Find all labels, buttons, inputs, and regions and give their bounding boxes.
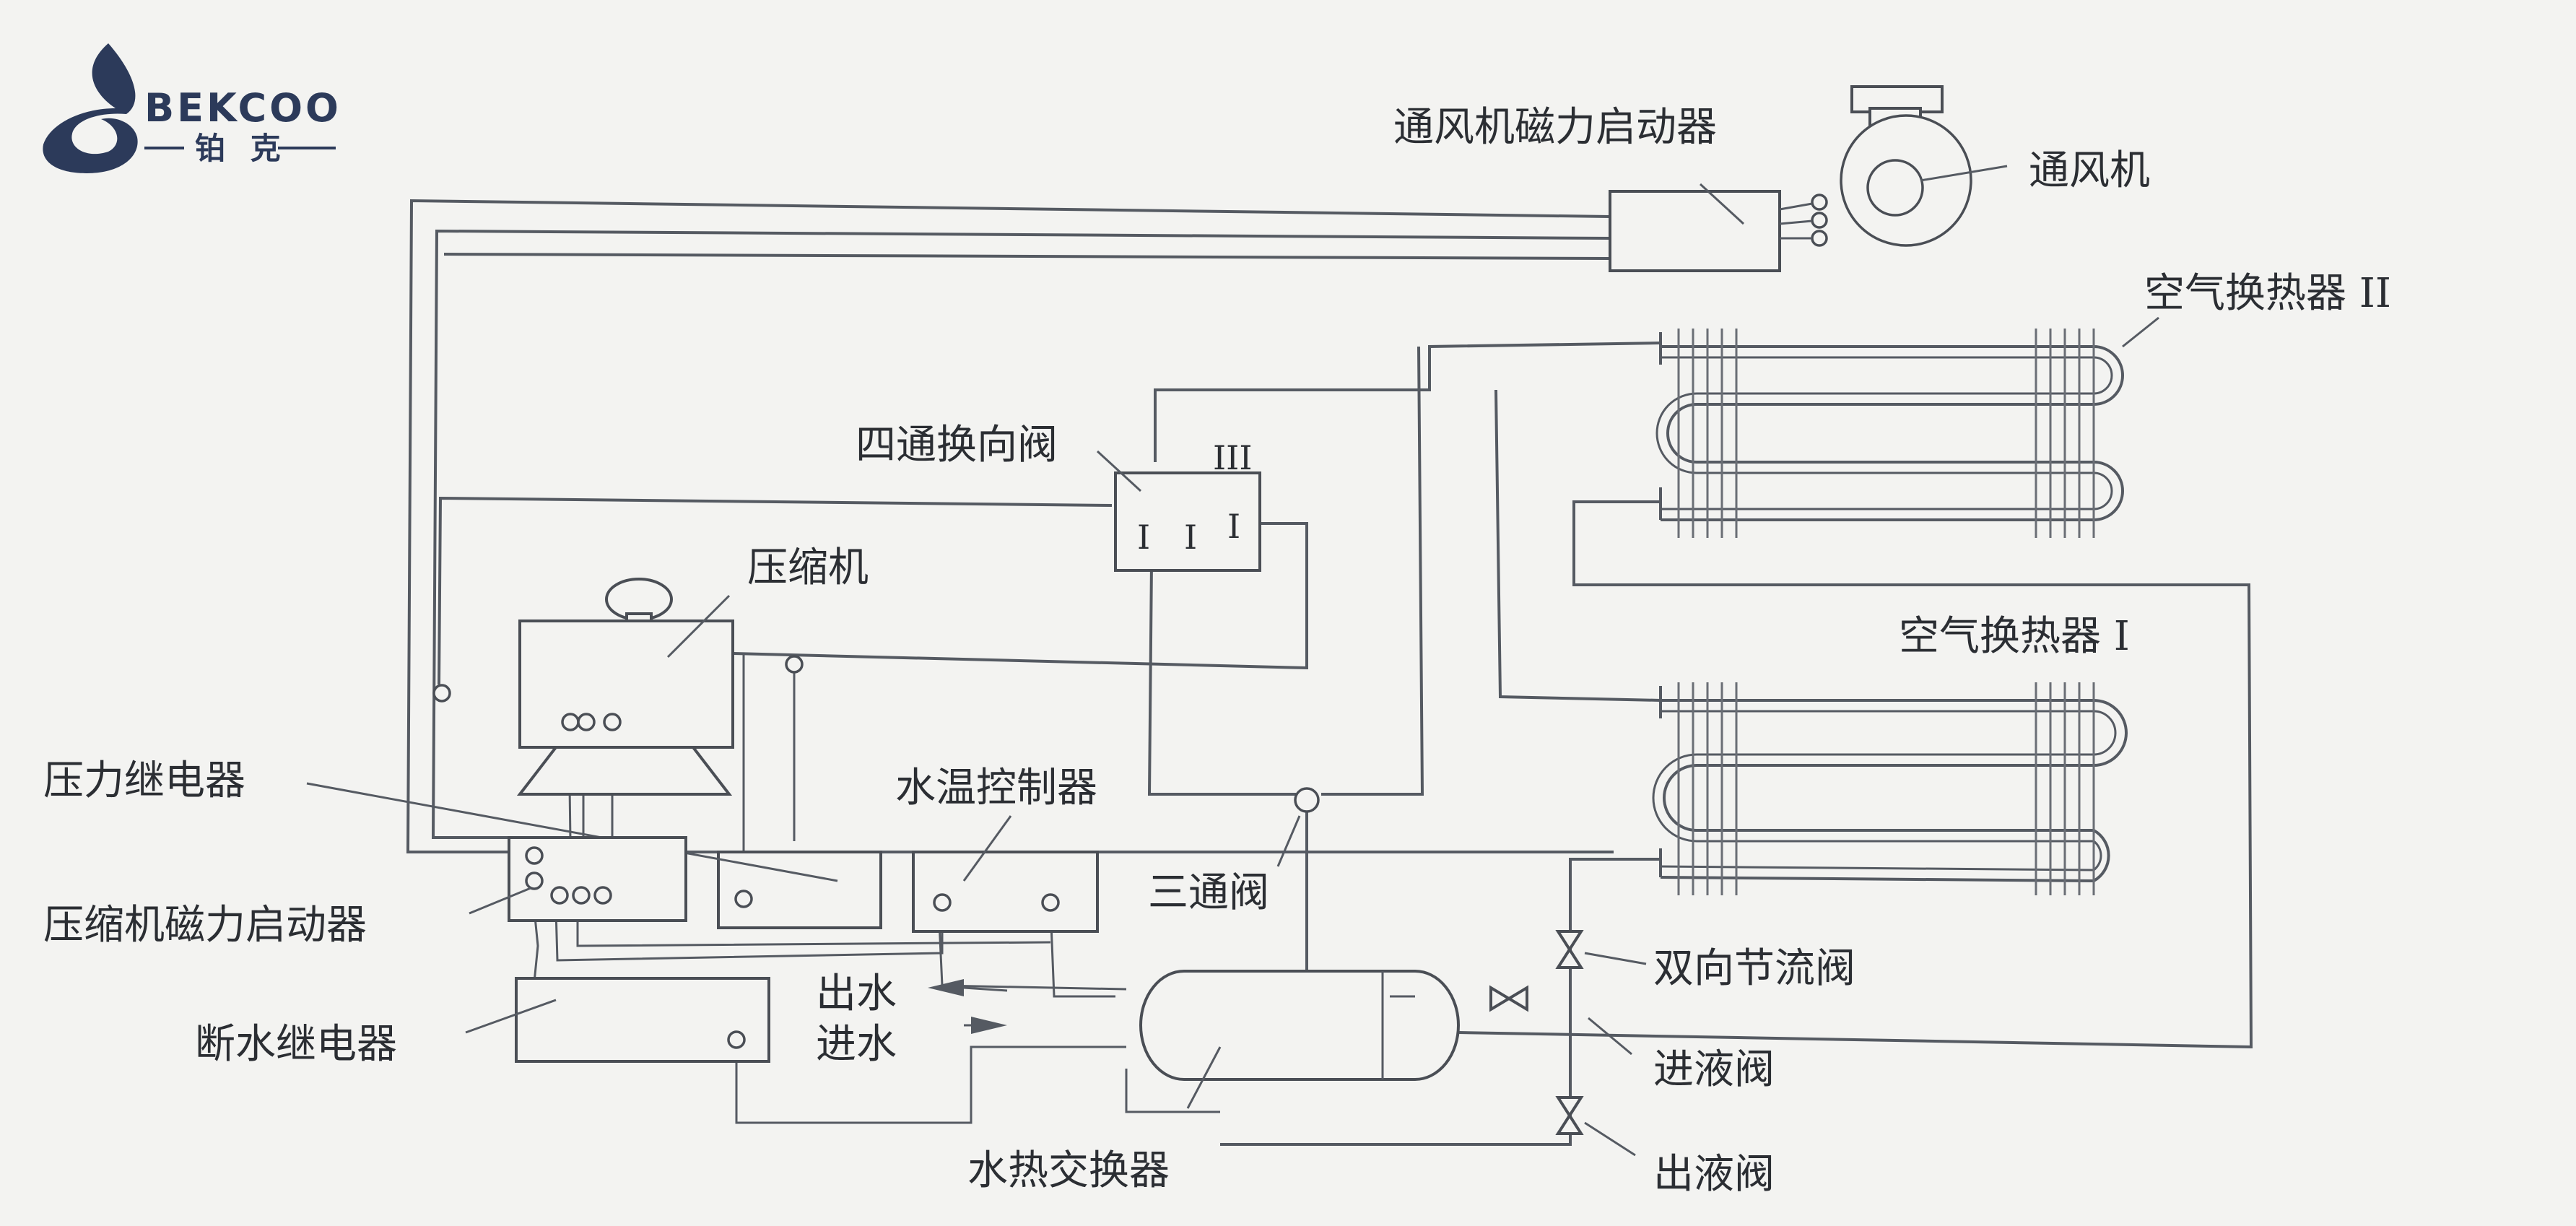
compressor-starter-label: 压缩机磁力启动器 <box>43 902 367 949</box>
water-temp-controller-label: 水温控制器 <box>895 765 1097 812</box>
fins-right <box>2035 682 2095 895</box>
logo-brand-text: BEKCOO <box>144 85 341 131</box>
water-in-label: 进水 <box>816 1021 897 1068</box>
compressor <box>432 578 804 796</box>
liquid-inlet-valve-label: 进液阀 <box>1653 1046 1775 1093</box>
brand-logo: BEKCOO 铂 克 <box>43 43 341 173</box>
air-heat-exchanger-2 <box>1655 316 2159 538</box>
svg-text:I: I <box>1184 518 1197 557</box>
fan-icon <box>1840 85 2008 247</box>
bidirectional-throttle-valve-icon <box>1555 930 1647 969</box>
svg-text:I: I <box>1227 507 1240 546</box>
water-heat-exchanger <box>1139 970 1460 1109</box>
water-temp-controller <box>912 815 1099 933</box>
four-way-valve-mark: III <box>1213 438 1253 477</box>
bidirectional-throttle-label: 双向节流阀 <box>1653 945 1855 992</box>
air-heat-exchanger-1 <box>1652 682 2128 895</box>
pressure-relay <box>306 782 882 929</box>
fins-left <box>1677 682 1738 895</box>
four-way-valve-label: 四通换向阀 <box>856 422 1058 469</box>
water-cutoff-relay-label: 断水继电器 <box>195 1021 397 1068</box>
water-in-arrow-icon <box>971 1017 1007 1034</box>
logo-mark-icon <box>43 43 138 173</box>
water-out-label: 出水 <box>816 970 897 1017</box>
fins-right <box>2035 329 2095 538</box>
water-flow-arrows <box>928 979 1008 1034</box>
fan-starter <box>1609 183 1828 272</box>
air-heat-exchanger-2-label: 空气换热器 II <box>2144 270 2391 317</box>
fins-left <box>1677 329 1738 538</box>
four-way-valve: I I I III <box>1096 438 1261 572</box>
water-cutoff-relay <box>465 977 770 1063</box>
liquid-outlet-valve-label: 出液阀 <box>1653 1151 1775 1198</box>
liquid-outlet-valve-icon <box>1555 1096 1636 1157</box>
fan-starter-label: 通风机磁力启动器 <box>1393 104 1717 151</box>
liquid-inlet-valve-icon <box>1489 985 1632 1056</box>
water-out-arrow-icon <box>928 979 964 996</box>
compressor-label: 压缩机 <box>747 544 869 591</box>
piping <box>406 199 2253 1146</box>
three-way-valve <box>1276 787 1320 867</box>
water-heat-exchanger-label: 水热交换器 <box>967 1147 1170 1194</box>
pressure-relay-label: 压力继电器 <box>43 757 245 804</box>
svg-text:I: I <box>1137 518 1150 557</box>
air-heat-exchanger-1-label: 空气换热器 I <box>1899 613 2130 660</box>
logo-brand-cn-text: 铂 克 <box>195 131 288 166</box>
three-way-valve-label: 三通阀 <box>1148 869 1269 916</box>
compressor-starter <box>469 836 687 922</box>
fan-label: 通风机 <box>2029 147 2150 194</box>
